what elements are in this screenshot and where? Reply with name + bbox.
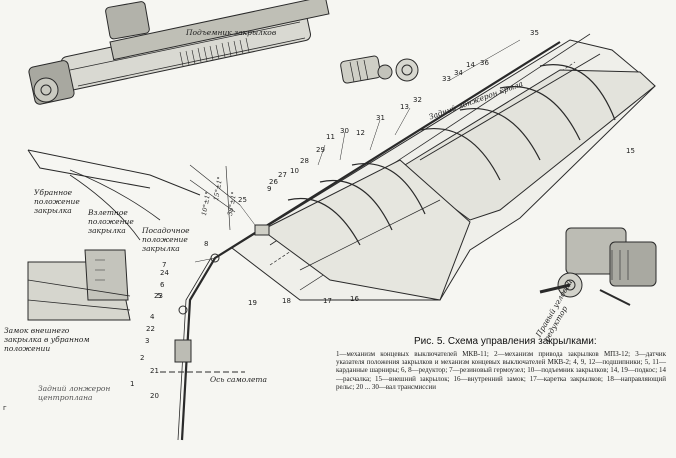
flap-position-detail — [27, 149, 241, 241]
flap-actuator-drawing — [28, 0, 419, 105]
callout-1: 1 — [130, 380, 135, 388]
callout-6: 6 — [160, 281, 165, 289]
callout-20: 20 — [150, 392, 159, 400]
callout-13: 13 — [400, 103, 409, 111]
lock-detail — [27, 249, 131, 321]
callout-16: 16 — [350, 295, 359, 303]
leader-lines — [185, 39, 521, 301]
callout-10: 10 — [290, 167, 299, 175]
callout-14: 14 — [466, 61, 475, 69]
callout-33: 33 — [442, 75, 451, 83]
callout-22: 22 — [146, 325, 155, 333]
callout-12: 12 — [356, 129, 365, 137]
callout-27: 27 — [278, 171, 287, 179]
callout-26: 26 — [269, 178, 278, 186]
figure-caption-body: 1—механизм концевых выключателей МКВ-11;… — [336, 350, 666, 391]
callout-23: 23 — [154, 292, 163, 300]
label-center-spar: Задний лонжерон центроплана — [38, 384, 111, 402]
flap-rails — [287, 64, 616, 246]
outer-flap — [399, 53, 656, 221]
figure-caption-title: Рис. 5. Схема управления закрылками: — [414, 336, 597, 347]
callout-18: 18 — [282, 297, 291, 305]
callout-30: 30 — [340, 127, 349, 135]
callout-29: 29 — [316, 146, 325, 154]
callout-2: 2 — [140, 354, 145, 362]
callout-32: 32 — [413, 96, 422, 104]
callout-35: 35 — [530, 29, 539, 37]
callout-24: 24 — [160, 269, 169, 277]
callout-4: 4 — [150, 313, 155, 321]
callout-7: 7 — [162, 261, 167, 269]
label-landing-position: Посадочное положение закрылка — [142, 226, 190, 253]
callout-34: 34 — [454, 69, 463, 77]
label-retracted-position: Убранное положение закрылка — [34, 188, 80, 215]
callout-8: 8 — [204, 240, 209, 248]
callout-11: 11 — [326, 133, 335, 141]
callout-9: 9 — [267, 185, 272, 193]
callout-19: 19 — [248, 299, 257, 307]
inner-flap — [261, 159, 471, 301]
callout-25: 25 — [238, 196, 247, 204]
callout-3: 3 — [145, 337, 150, 345]
callout-28: 28 — [300, 157, 309, 165]
callout-17: 17 — [323, 297, 332, 305]
right-angle-gearbox-drawing — [539, 227, 657, 306]
label-lock: Замок внешнего закрылка в убранном полож… — [4, 326, 90, 353]
callout-21: 21 — [150, 367, 159, 375]
label-fuselage-axis: Ось самолета — [210, 375, 268, 384]
callout-15: 15 — [626, 147, 635, 155]
callout-31: 31 — [376, 114, 385, 122]
label-takeoff-position: Взлетное положение закрылка — [88, 208, 134, 235]
page-marker: г — [3, 404, 7, 412]
label-lift-mechanism: Подъемник закрылков — [186, 28, 277, 37]
callout-5: 5 — [157, 292, 162, 300]
callout-36: 36 — [480, 59, 489, 67]
